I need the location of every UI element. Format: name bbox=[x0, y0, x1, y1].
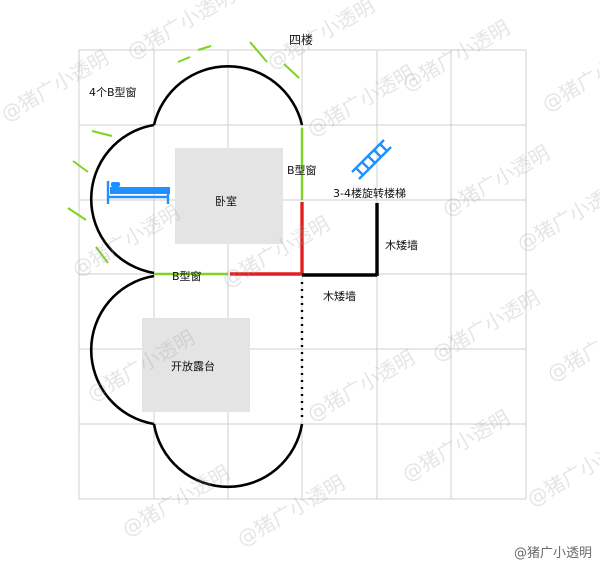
window-tick bbox=[283, 63, 300, 79]
low-wall-bottom-label: 木矮墙 bbox=[323, 290, 356, 303]
curved-walls bbox=[89, 65, 304, 489]
window-right-label: B型窗 bbox=[287, 164, 317, 177]
window-tick bbox=[67, 207, 87, 221]
window-tick bbox=[72, 160, 89, 173]
top-arc bbox=[152, 65, 304, 126]
bed-icon bbox=[106, 181, 170, 204]
window-tick bbox=[91, 130, 113, 137]
low-wall-right-label: 木矮墙 bbox=[385, 239, 418, 252]
stairs-label: 3-4楼旋转楼梯 bbox=[333, 187, 406, 200]
bottom-arc bbox=[152, 423, 304, 489]
low-walls bbox=[302, 203, 379, 277]
window-lines bbox=[154, 128, 304, 276]
bedroom-area bbox=[175, 148, 283, 244]
window-tick bbox=[177, 56, 191, 63]
window-tick bbox=[197, 45, 212, 51]
window-tick bbox=[249, 41, 268, 63]
windows-count-label: 4个B型窗 bbox=[89, 86, 137, 99]
bedroom-label: 卧室 bbox=[215, 195, 237, 208]
window-ticks bbox=[67, 41, 300, 264]
terrace-area bbox=[142, 318, 250, 412]
left-upper-arc bbox=[89, 123, 155, 275]
red-walls bbox=[230, 202, 304, 276]
window-bottom-label: B型窗 bbox=[172, 270, 202, 283]
window-tick bbox=[95, 246, 109, 264]
watermark-corner: @猪广小透明 bbox=[513, 546, 592, 561]
terrace-label: 开放露台 bbox=[171, 360, 215, 373]
ladder-icon bbox=[351, 139, 392, 180]
floor-title: 四楼 bbox=[289, 33, 314, 47]
left-lower-arc bbox=[89, 274, 155, 426]
